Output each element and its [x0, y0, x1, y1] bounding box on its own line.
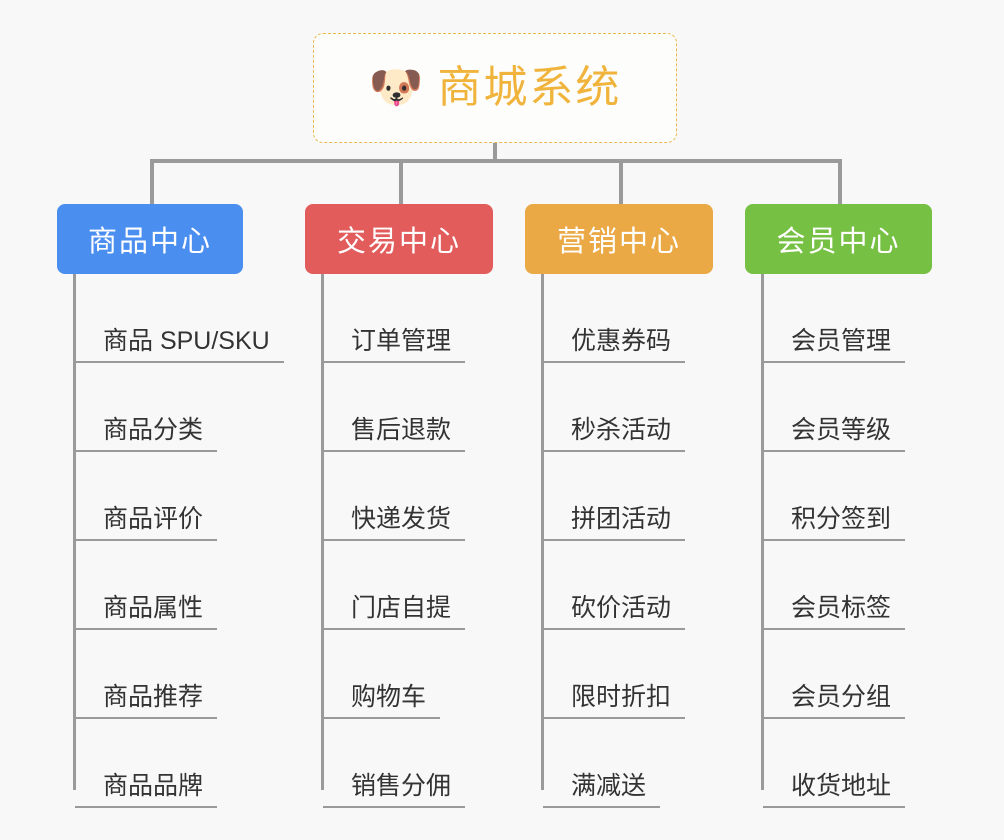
list-item[interactable]: 商品推荐: [57, 630, 297, 719]
connector-root-stem: [493, 143, 497, 161]
leaf-label: 商品品牌: [103, 771, 204, 800]
connector-bus-bar: [150, 159, 840, 163]
list-item[interactable]: 积分签到: [745, 452, 975, 541]
list-item[interactable]: 商品分类: [57, 363, 297, 452]
branch-header-label: 商品中心: [87, 226, 212, 258]
list-item[interactable]: 会员分组: [745, 630, 975, 719]
connector-spine-3: [541, 274, 544, 790]
list-item[interactable]: 商品 SPU/SKU: [57, 274, 297, 363]
list-item[interactable]: 会员等级: [745, 363, 975, 452]
connector-drop-1: [150, 159, 154, 204]
list-item[interactable]: 限时折扣: [525, 630, 755, 719]
list-item[interactable]: 收货地址: [745, 719, 975, 808]
leaf-label: 会员管理: [791, 326, 892, 355]
leaf-label: 积分签到: [791, 504, 892, 533]
leaf-label: 门店自提: [351, 593, 452, 622]
branch-header-label: 交易中心: [336, 226, 461, 258]
list-item[interactable]: 商品品牌: [57, 719, 297, 808]
list-item[interactable]: 会员标签: [745, 541, 975, 630]
leaf-label: 优惠券码: [571, 326, 672, 355]
list-item[interactable]: 秒杀活动: [525, 363, 755, 452]
list-item[interactable]: 优惠券码: [525, 274, 755, 363]
connector-spine-1: [73, 274, 76, 790]
leaf-label: 秒杀活动: [571, 415, 672, 444]
branch-header-3[interactable]: 营销中心: [525, 204, 713, 274]
branch-header-label: 营销中心: [556, 226, 681, 258]
branch-header-label: 会员中心: [776, 226, 901, 258]
leaf-label: 商品分类: [103, 415, 204, 444]
list-item[interactable]: 满减送: [525, 719, 755, 808]
leaf-label: 商品 SPU/SKU: [103, 326, 270, 355]
list-item[interactable]: 商品属性: [57, 541, 297, 630]
leaf-label: 商品属性: [103, 593, 204, 622]
connector-drop-4: [838, 159, 842, 204]
connector-drop-2: [399, 159, 403, 204]
connector-drop-3: [619, 159, 623, 204]
list-item[interactable]: 会员管理: [745, 274, 975, 363]
leaf-label: 销售分佣: [351, 771, 452, 800]
leaf-label: 购物车: [351, 682, 427, 711]
leaf-label: 快递发货: [351, 504, 452, 533]
leaf-label: 订单管理: [351, 326, 452, 355]
branch-header-2[interactable]: 交易中心: [305, 204, 493, 274]
list-item[interactable]: 门店自提: [305, 541, 535, 630]
branch-header-4[interactable]: 会员中心: [745, 204, 932, 274]
list-item[interactable]: 售后退款: [305, 363, 535, 452]
leaf-list-3: 优惠券码 秒杀活动 拼团活动 砍价活动 限时折扣 满减送: [525, 274, 755, 808]
branch-column-4: 会员中心 会员管理 会员等级 积分签到 会员标签 会员分组 收货地址: [745, 159, 975, 808]
branch-column-2: 交易中心 订单管理 售后退款 快递发货 门店自提 购物车 销售分佣: [305, 159, 535, 808]
leaf-label: 商品评价: [103, 504, 204, 533]
leaf-label: 商品推荐: [103, 682, 204, 711]
connector-spine-2: [321, 274, 324, 790]
list-item[interactable]: 销售分佣: [305, 719, 535, 808]
list-item[interactable]: 快递发货: [305, 452, 535, 541]
leaf-label: 会员分组: [791, 682, 892, 711]
leaf-label: 限时折扣: [571, 682, 672, 711]
leaf-label: 满减送: [571, 771, 647, 800]
leaf-label: 收货地址: [791, 771, 892, 800]
leaf-label: 售后退款: [351, 415, 452, 444]
list-item[interactable]: 商品评价: [57, 452, 297, 541]
leaf-label: 会员标签: [791, 593, 892, 622]
root-node[interactable]: 🐶 商城系统: [313, 33, 677, 143]
leaf-label: 砍价活动: [571, 593, 672, 622]
branch-column-3: 营销中心 优惠券码 秒杀活动 拼团活动 砍价活动 限时折扣 满减送: [525, 159, 755, 808]
leaf-list-1: 商品 SPU/SKU 商品分类 商品评价 商品属性 商品推荐 商品品牌: [57, 274, 297, 808]
leaf-list-2: 订单管理 售后退款 快递发货 门店自提 购物车 销售分佣: [305, 274, 535, 808]
connector-spine-4: [761, 274, 764, 790]
leaf-label: 拼团活动: [571, 504, 672, 533]
list-item[interactable]: 购物车: [305, 630, 535, 719]
root-title: 商城系统: [437, 63, 622, 112]
branch-column-1: 商品中心 商品 SPU/SKU 商品分类 商品评价 商品属性 商品推荐 商品品牌: [57, 159, 297, 808]
list-item[interactable]: 砍价活动: [525, 541, 755, 630]
leaf-list-4: 会员管理 会员等级 积分签到 会员标签 会员分组 收货地址: [745, 274, 975, 808]
shiba-dog-face-icon: 🐶: [368, 63, 424, 112]
list-item[interactable]: 拼团活动: [525, 452, 755, 541]
leaf-label: 会员等级: [791, 415, 892, 444]
list-item[interactable]: 订单管理: [305, 274, 535, 363]
branch-header-1[interactable]: 商品中心: [57, 204, 243, 274]
